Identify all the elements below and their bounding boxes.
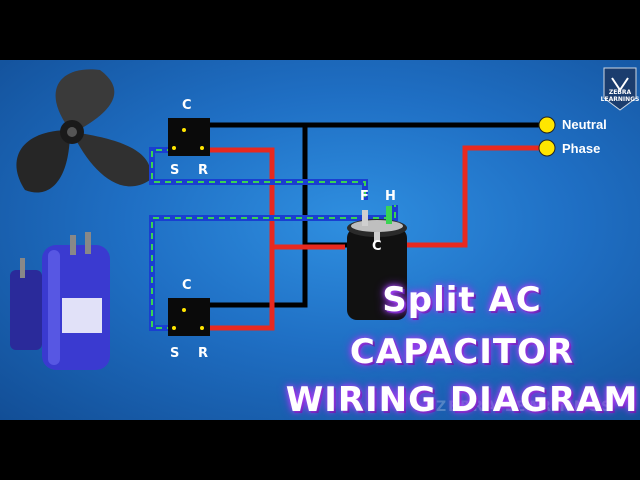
bottom-relay	[168, 298, 210, 336]
watermark: ZEBRA LEARNINGS	[436, 399, 614, 415]
top-relay-c-label: C	[182, 98, 192, 113]
zebra-logo	[603, 67, 637, 111]
title-line2: CAPACITOR	[349, 332, 575, 372]
neutral-label: Neutral	[562, 117, 607, 132]
capacitor-f-label: F	[360, 189, 369, 204]
top-relay	[168, 118, 210, 156]
capacitor	[347, 206, 407, 320]
capacitor-c-label: C	[372, 239, 382, 254]
compressor-icon	[10, 232, 110, 370]
diagram-canvas: C S R C S R F H C Neutral Phase ZEBRA LE…	[0, 60, 640, 420]
logo-text-line2: LEARNINGS	[600, 96, 640, 103]
bottom-relay-r-label: R	[198, 346, 209, 361]
phase-label: Phase	[562, 141, 601, 156]
logo-text-line1: ZEBRA	[608, 89, 632, 96]
fan-icon	[16, 69, 151, 193]
bottom-relay-s-label: S	[170, 346, 180, 361]
wiring-diagram	[10, 67, 637, 370]
title-line1: Split AC	[382, 280, 542, 320]
title-line3: WIRING DIAGRAM	[285, 380, 639, 420]
phase-terminal	[538, 139, 556, 157]
neutral-terminal	[538, 116, 556, 134]
capacitor-h-label: H	[385, 189, 396, 204]
top-relay-r-label: R	[198, 163, 209, 178]
top-relay-s-label: S	[170, 163, 180, 178]
bottom-relay-c-label: C	[182, 278, 192, 293]
